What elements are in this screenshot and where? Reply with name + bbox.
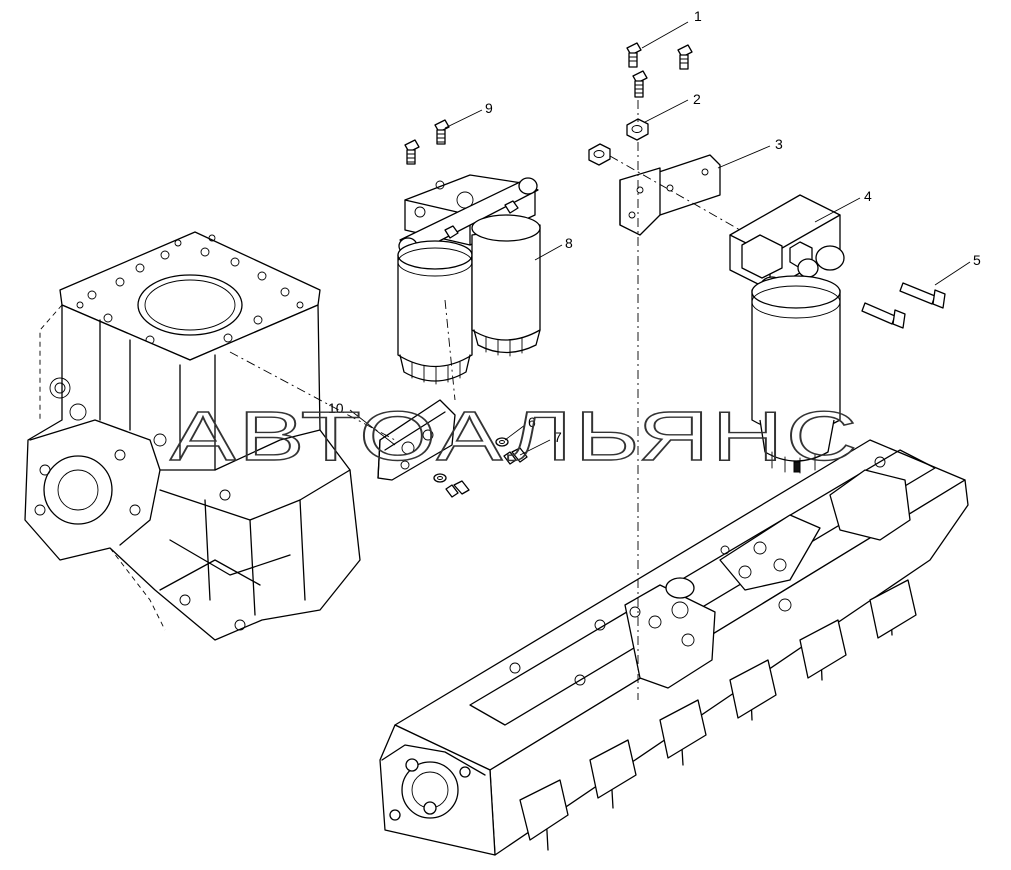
callout-4: 4 bbox=[864, 188, 872, 204]
callout-8: 8 bbox=[565, 235, 573, 251]
callout-2: 2 bbox=[693, 91, 701, 107]
callout-10: 10 bbox=[328, 400, 344, 416]
deck-holes bbox=[76, 234, 304, 345]
bolts-1 bbox=[626, 42, 693, 98]
bracket-10 bbox=[377, 399, 456, 481]
assembly-centerlines bbox=[229, 100, 741, 700]
bolt-7 bbox=[445, 447, 528, 498]
watermark-text: АВТОАЛЬЯНС bbox=[170, 397, 860, 475]
callout-1: 1 bbox=[694, 8, 702, 24]
bolts-5 bbox=[861, 282, 946, 329]
callout-5: 5 bbox=[973, 252, 981, 268]
callout-9: 9 bbox=[485, 100, 493, 116]
nuts-2 bbox=[588, 118, 649, 166]
dual-fuel-filter-8 bbox=[397, 174, 541, 385]
fuel-filter-4 bbox=[729, 194, 845, 474]
cylinder-head-assembly bbox=[379, 439, 969, 856]
callout-labels: 1 2 3 4 5 6 7 8 9 10 bbox=[328, 8, 981, 445]
bracket-3 bbox=[619, 154, 721, 236]
bolts-9 bbox=[404, 119, 450, 165]
callout-7: 7 bbox=[554, 429, 562, 445]
callout-leaders bbox=[349, 21, 971, 456]
engine-block bbox=[24, 231, 361, 641]
callout-6: 6 bbox=[528, 414, 536, 430]
callout-3: 3 bbox=[775, 136, 783, 152]
